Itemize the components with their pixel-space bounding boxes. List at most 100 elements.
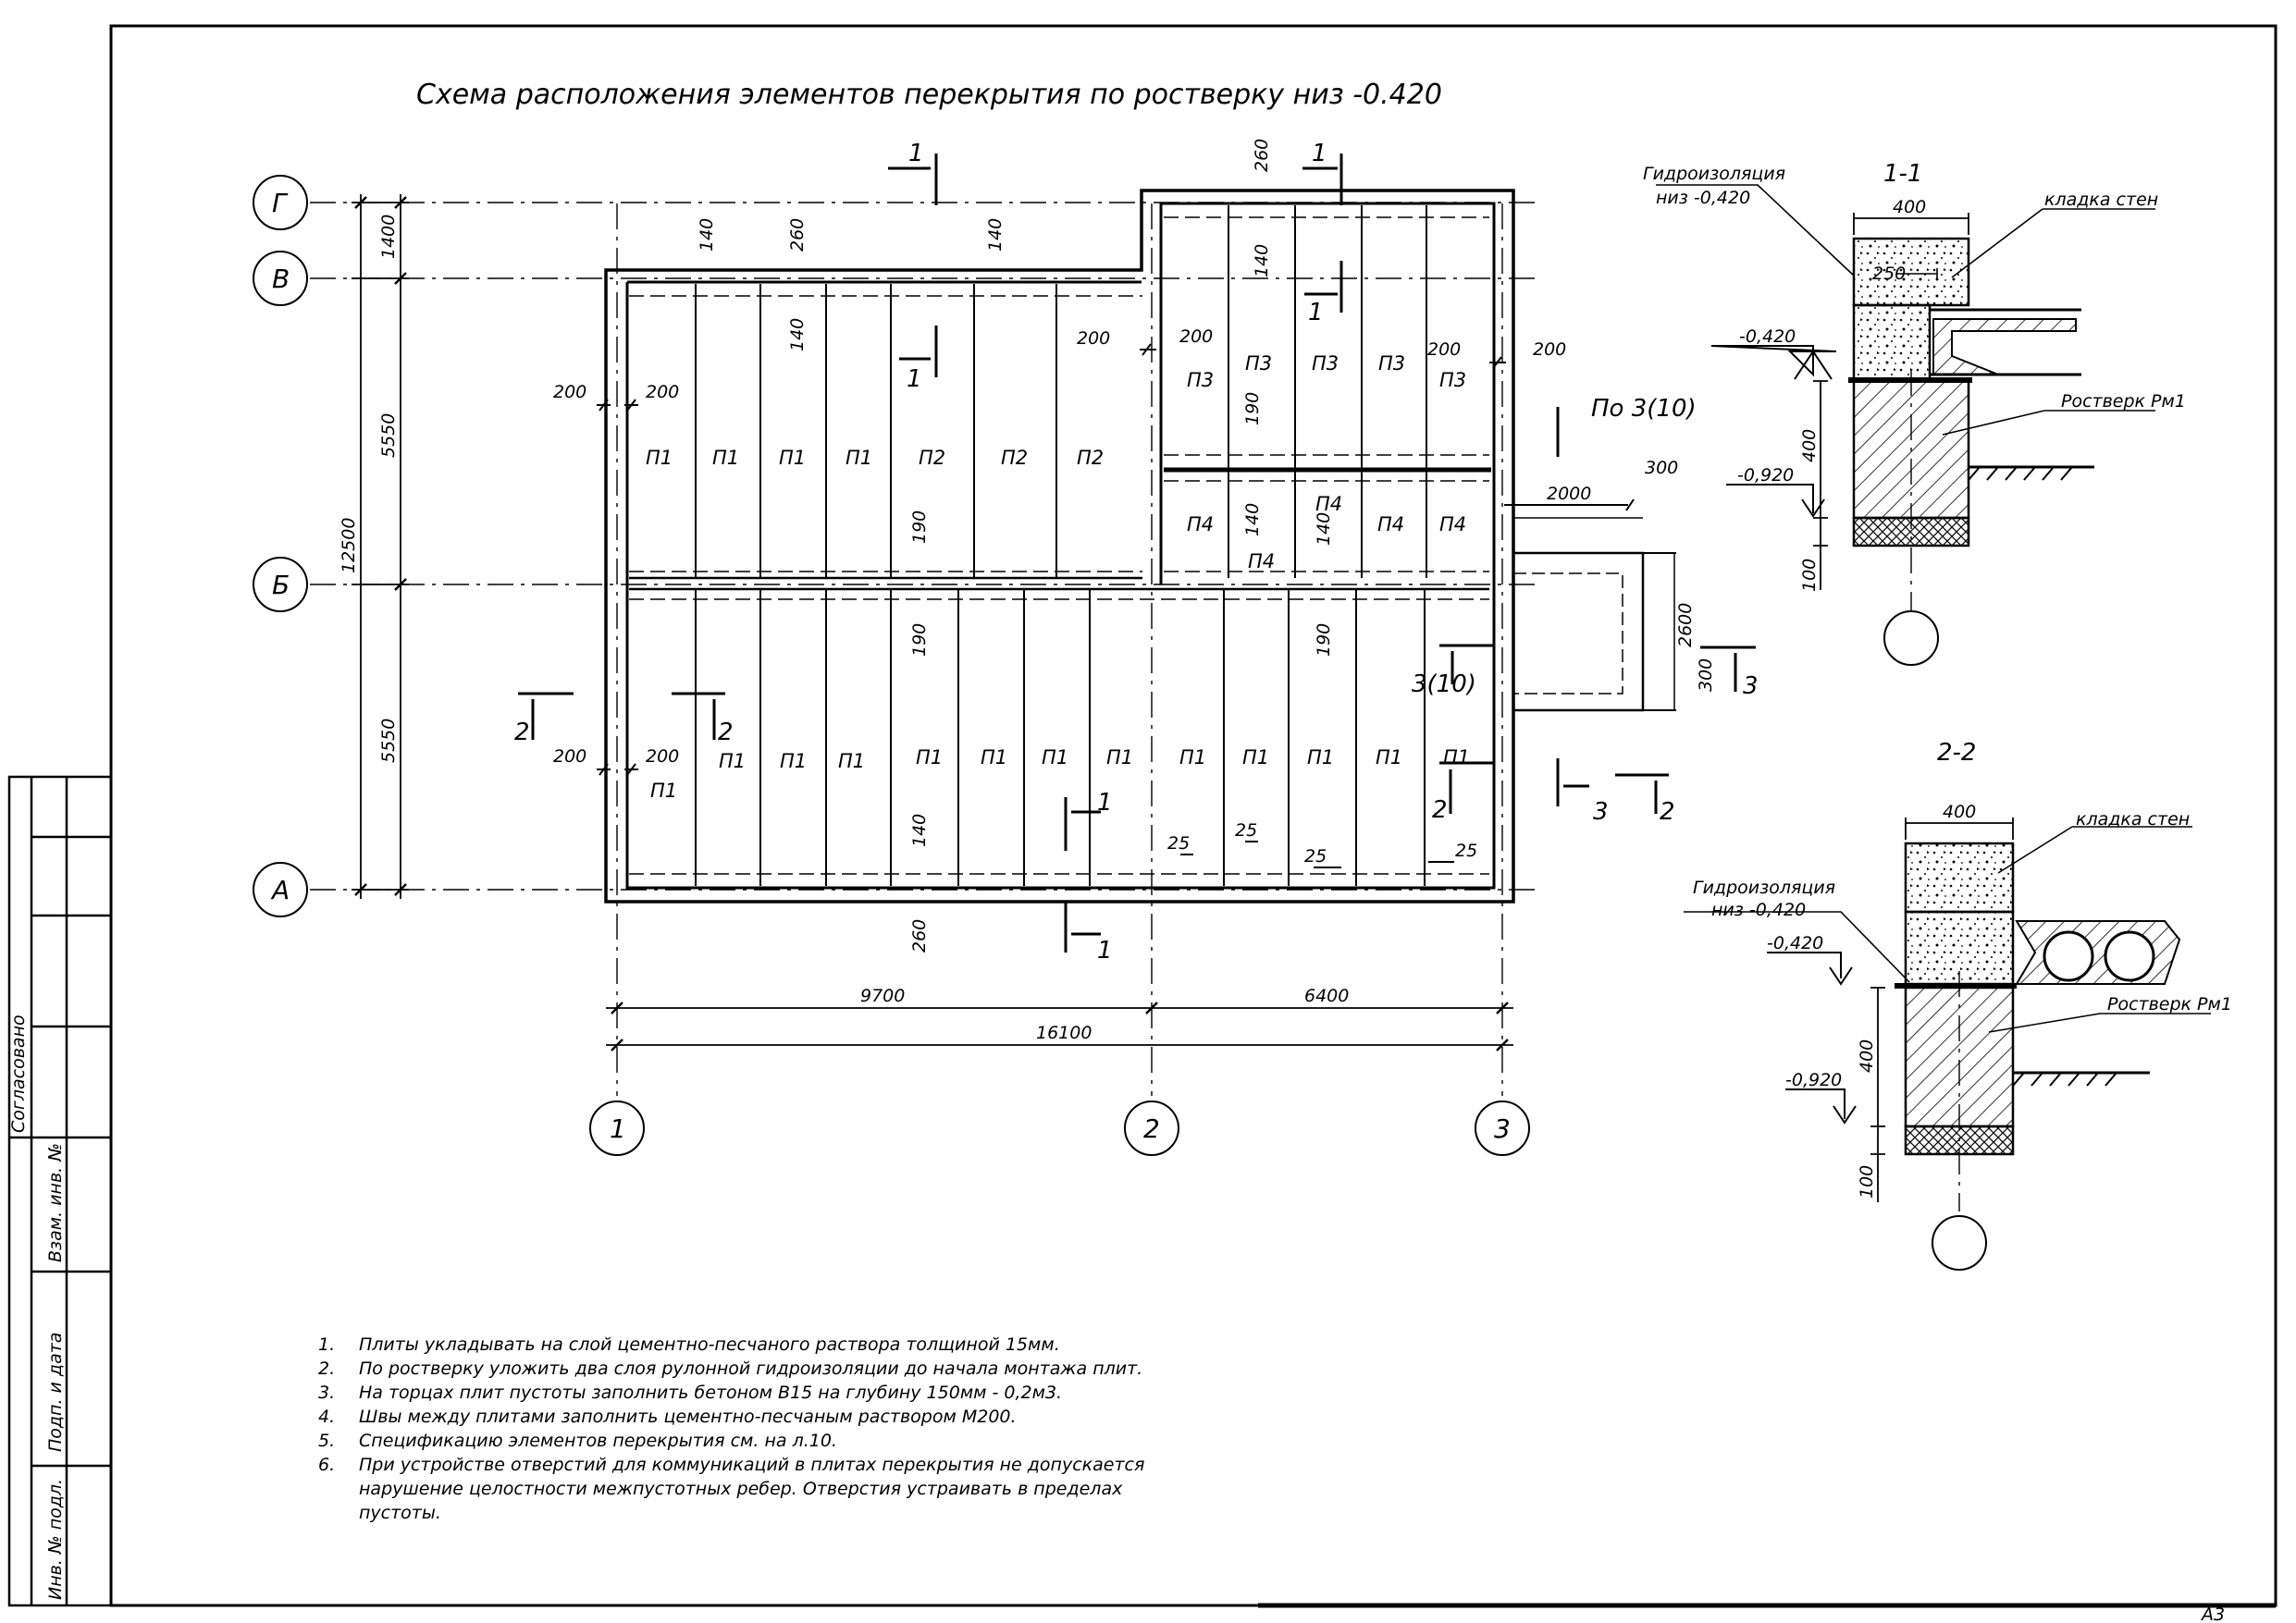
section-mark: 2 <box>718 719 734 746</box>
plate-label: П1 <box>650 780 677 802</box>
note-num: 2. <box>318 1359 335 1379</box>
plate-label: П3 <box>1245 352 1272 375</box>
note-text: Швы между плитами заполнить цементно-пес… <box>359 1407 1017 1427</box>
plate-label: П1 <box>1376 746 1402 768</box>
plate-label: П1 <box>780 750 807 772</box>
dim-1400: 1400 <box>378 215 399 259</box>
section-marks <box>518 154 1756 953</box>
stamp-sign-date: Подп. и дата <box>45 1333 66 1452</box>
format-label: А3 <box>2200 1605 2225 1623</box>
plate-label: П3 <box>1187 369 1214 391</box>
dim-16100: 16100 <box>1036 1023 1092 1043</box>
axis-label-v: В <box>272 264 290 294</box>
dim-200: 200 <box>646 382 679 402</box>
plate-label: П1 <box>838 750 865 772</box>
building-outline <box>604 189 1515 904</box>
section-mark: 3(10) <box>1412 670 1476 698</box>
note-text: При устройстве отверстий для коммуникаци… <box>359 1455 1144 1475</box>
dim-6400: 6400 <box>1304 986 1349 1006</box>
slab-dash-lines <box>629 216 1489 875</box>
s11-grillage: Ростверк Рм1 <box>2061 391 2186 412</box>
plate-label: П1 <box>1106 746 1133 768</box>
section-mark: 3 <box>1743 672 1759 700</box>
axis-label-3: 3 <box>1494 1113 1511 1144</box>
section-mark: 1 <box>1097 789 1113 817</box>
dim-25: 25 <box>1455 841 1477 861</box>
note-text: нарушение целостности межпустотных ребер… <box>359 1479 1123 1499</box>
s11-waterproof-level: низ -0,420 <box>1656 188 1750 208</box>
dim-140: 140 <box>909 814 930 847</box>
note-num: 5. <box>318 1431 335 1451</box>
dim-140: 140 <box>787 318 808 351</box>
section-mark: 2 <box>1432 796 1448 824</box>
dim-200: 200 <box>553 746 586 767</box>
section-mark: По 3(10) <box>1591 395 1697 423</box>
s22-lvl-bot: -0,920 <box>1785 1070 1842 1090</box>
dim-200: 200 <box>1533 339 1566 360</box>
dim-260: 260 <box>787 218 808 252</box>
s11-lvl-bot: -0,920 <box>1737 465 1794 486</box>
axis-label-2: 2 <box>1143 1113 1160 1144</box>
plate-label: П1 <box>1443 746 1470 768</box>
s11-waterproof: Гидроизоляция <box>1643 164 1785 184</box>
plate-label: П2 <box>1001 447 1028 469</box>
section-mark: 1 <box>908 140 924 167</box>
stamp-inv-orig: Инв. № подл. <box>45 1479 66 1600</box>
horizontal-dimensions <box>606 1002 1513 1051</box>
stamp-inv-repl: Взам. инв. № <box>45 1143 66 1262</box>
dim-25: 25 <box>1235 820 1257 841</box>
note-text: По ростверку уложить два слоя рулонной г… <box>359 1359 1142 1379</box>
s22-wall: кладка стен <box>2076 809 2190 830</box>
s11-w250: 250 <box>1872 264 1906 284</box>
dim-200: 200 <box>553 382 586 402</box>
plate-label: П4 <box>1377 513 1404 535</box>
dim-300: 300 <box>1696 658 1716 692</box>
dim-25: 25 <box>1304 846 1327 867</box>
axis-label-1: 1 <box>610 1113 626 1144</box>
plate-label: П1 <box>1307 746 1334 768</box>
dim-total-12500: 12500 <box>339 518 359 573</box>
dim-260: 260 <box>1252 139 1272 172</box>
plate-label: П4 <box>1187 513 1214 535</box>
dim-190: 190 <box>909 623 930 657</box>
dim-190: 190 <box>1242 392 1263 425</box>
s22-h400: 400 <box>1857 1039 1877 1073</box>
note-text: Плиты укладывать на слой цементно-песчан… <box>359 1334 1060 1355</box>
section-2-2-title: 2-2 <box>1937 739 1976 767</box>
plate-label: П1 <box>916 746 943 768</box>
dim-5550-top: 5550 <box>378 413 399 458</box>
dim-300: 300 <box>1645 458 1678 478</box>
dim-260: 260 <box>909 919 930 953</box>
plate-label: П1 <box>1179 746 1206 768</box>
plan-dimension-labels: 140 260 140 140 260 140 190 140 140 190 … <box>553 139 1716 953</box>
axis-label-g: Г <box>272 188 289 218</box>
plate-label: П1 <box>981 746 1007 768</box>
plate-label: П3 <box>1312 352 1339 375</box>
section-mark: 2 <box>1660 798 1675 826</box>
note-text: Спецификацию элементов перекрытия см. на… <box>359 1431 837 1451</box>
dim-140: 140 <box>697 218 717 252</box>
section-2-2 <box>1684 818 2211 1271</box>
dim-2600: 2600 <box>1675 603 1696 647</box>
dim-2000: 2000 <box>1547 484 1591 504</box>
section-mark: 3 <box>1593 798 1609 826</box>
plate-label: П2 <box>919 447 945 469</box>
dim-9700: 9700 <box>860 986 905 1006</box>
section-mark: 1 <box>1312 140 1327 167</box>
s11-w400: 400 <box>1893 197 1926 217</box>
dim-140: 140 <box>1252 244 1272 277</box>
s11-wall: кладка стен <box>2044 190 2158 210</box>
vertical-dimensions <box>352 194 409 899</box>
dim-140: 140 <box>985 218 1006 252</box>
porch <box>1512 517 1675 712</box>
plate-label: П1 <box>779 447 806 469</box>
plate-label: П2 <box>1077 447 1104 469</box>
dim-190: 190 <box>1314 623 1334 657</box>
section-mark: 2 <box>514 719 530 746</box>
plate-label: П4 <box>1439 513 1466 535</box>
side-stamp <box>7 775 113 1607</box>
drawing-title: Схема расположения элементов перекрытия … <box>416 79 1442 111</box>
plan-dim-ticks <box>597 343 1676 868</box>
s22-h100: 100 <box>1857 1165 1877 1199</box>
